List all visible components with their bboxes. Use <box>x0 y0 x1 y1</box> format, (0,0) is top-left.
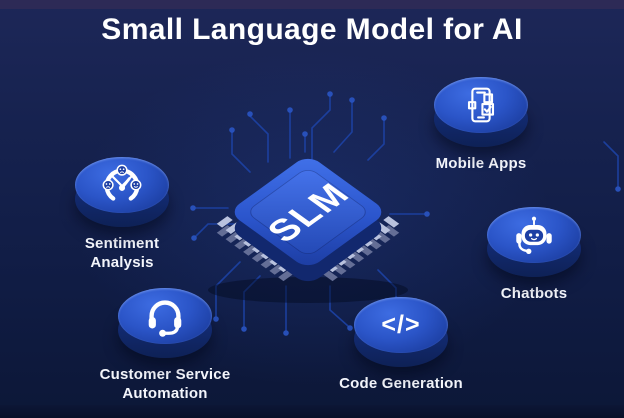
disc-top <box>354 297 448 353</box>
node-mobile-apps: Mobile Apps <box>406 77 556 173</box>
disc-top <box>434 77 528 133</box>
node-label-customer-service-automation: Customer Service Automation <box>99 366 231 402</box>
node-label-chatbots: Chatbots <box>500 285 568 302</box>
node-label-sentiment-analysis: Sentiment Analysis <box>84 235 160 271</box>
slm-chip: SLM <box>208 157 408 303</box>
chatbots-disc <box>487 207 581 277</box>
headset-icon <box>148 300 182 337</box>
node-chatbots: Chatbots <box>459 207 609 303</box>
node-code-generation: </> Code Generation <box>326 297 476 393</box>
page-title: Small Language Model for AI <box>101 13 523 46</box>
sentiment-gauge-icon <box>102 164 142 201</box>
code-brackets-icon: </> <box>381 310 421 339</box>
top-edge-strip <box>0 0 624 9</box>
code-generation-disc: </> <box>354 297 448 367</box>
robot-chatbot-icon <box>516 216 552 254</box>
node-label-mobile-apps: Mobile Apps <box>435 155 527 172</box>
node-sentiment-analysis: Sentiment Analysis <box>47 157 197 272</box>
chip-top-face: SLM <box>234 158 382 266</box>
node-customer-service-automation: Customer Service Automation <box>90 288 240 403</box>
node-label-code-generation: Code Generation <box>339 375 463 392</box>
mobile-apps-disc <box>434 77 528 147</box>
bottom-edge-strip <box>0 405 624 418</box>
chip-shadow <box>208 277 408 303</box>
customer-service-disc <box>118 288 212 358</box>
smartphone-checklist-icon <box>467 87 495 123</box>
sentiment-analysis-disc <box>75 157 169 227</box>
